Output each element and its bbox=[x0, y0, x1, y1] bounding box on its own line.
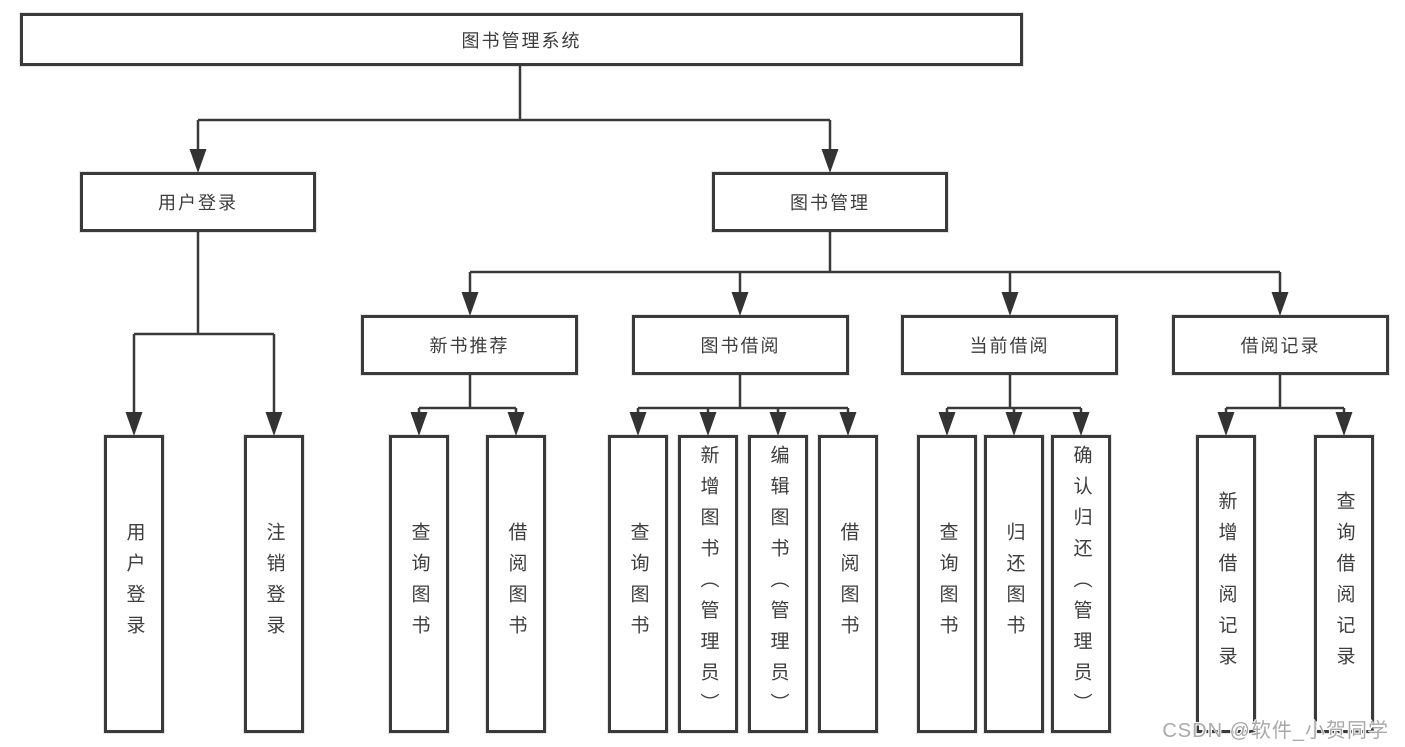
node-book-management: 图书管理 bbox=[712, 172, 948, 232]
node-label: 借阅图书 bbox=[505, 522, 527, 646]
leaf-query-borrow-record: 查询借阅记录 bbox=[1314, 435, 1374, 733]
node-borrowing-records: 借阅记录 bbox=[1172, 315, 1389, 375]
node-label: 新增图书（管理员） bbox=[697, 444, 719, 724]
arrow-down-icon bbox=[629, 412, 647, 436]
leaf-add-books-admin: 新增图书（管理员） bbox=[678, 435, 738, 733]
leaf-return-books: 归还图书 bbox=[984, 435, 1044, 733]
arrow-down-icon bbox=[938, 412, 956, 436]
connector-root-to-level2 bbox=[189, 66, 839, 173]
leaf-logout: 注销登录 bbox=[244, 435, 304, 733]
node-label: 归还图书 bbox=[1003, 522, 1025, 646]
node-label: 查询图书 bbox=[408, 522, 430, 646]
arrow-down-icon bbox=[821, 149, 839, 173]
node-label: 查询图书 bbox=[627, 522, 649, 646]
node-label: 当前借阅 bbox=[969, 336, 1050, 356]
arrow-down-icon bbox=[410, 412, 428, 436]
connector-new-rec-to-leaves bbox=[410, 375, 525, 436]
arrow-down-icon bbox=[461, 292, 479, 316]
arrow-down-icon bbox=[1072, 412, 1090, 436]
node-label: 图书借阅 bbox=[700, 336, 781, 356]
leaf-add-borrow-record: 新增借阅记录 bbox=[1196, 435, 1256, 733]
arrow-down-icon bbox=[1217, 412, 1235, 436]
connector-current-to-leaves bbox=[938, 375, 1090, 436]
node-label: 图书管理系统 bbox=[461, 30, 582, 51]
node-user-login: 用户登录 bbox=[80, 172, 316, 232]
node-label: 用户登录 bbox=[158, 193, 238, 213]
node-label: 借阅图书 bbox=[837, 522, 859, 646]
node-label: 新增借阅记录 bbox=[1215, 491, 1237, 677]
arrow-down-icon bbox=[699, 412, 717, 436]
arrow-down-icon bbox=[1271, 292, 1289, 316]
node-new-book-recommend: 新书推荐 bbox=[361, 315, 578, 375]
arrow-down-icon bbox=[125, 412, 143, 436]
node-library-management-system: 图书管理系统 bbox=[20, 13, 1023, 66]
node-label: 编辑图书（管理员） bbox=[767, 444, 789, 724]
leaf-borrow-books: 借阅图书 bbox=[818, 435, 878, 733]
node-label: 图书管理 bbox=[790, 193, 870, 213]
leaf-confirm-return-admin: 确认归还（管理员） bbox=[1051, 435, 1111, 733]
node-label: 查询借阅记录 bbox=[1333, 491, 1355, 677]
arrow-down-icon bbox=[1001, 292, 1019, 316]
node-label: 查询图书 bbox=[936, 522, 958, 646]
node-book-borrowing: 图书借阅 bbox=[632, 315, 849, 375]
node-label: 注销登录 bbox=[263, 522, 285, 646]
arrow-down-icon bbox=[1335, 412, 1353, 436]
node-label: 确认归还（管理员） bbox=[1070, 444, 1092, 724]
leaf-borrow-books: 借阅图书 bbox=[486, 435, 546, 733]
csdn-watermark: CSDN @软件_小贺同学 bbox=[1162, 720, 1389, 742]
connector-book-mgmt-to-level3 bbox=[461, 232, 1289, 316]
arrow-down-icon bbox=[265, 412, 283, 436]
leaf-user-login: 用户登录 bbox=[104, 435, 164, 733]
arrow-down-icon bbox=[731, 292, 749, 316]
node-label: 用户登录 bbox=[123, 522, 145, 646]
connector-borrow-to-leaves bbox=[629, 375, 857, 436]
leaf-query-books: 查询图书 bbox=[608, 435, 668, 733]
arrow-down-icon bbox=[507, 412, 525, 436]
leaf-edit-books-admin: 编辑图书（管理员） bbox=[748, 435, 808, 733]
arrow-down-icon bbox=[189, 149, 207, 173]
node-label: 借阅记录 bbox=[1240, 336, 1321, 356]
connector-user-login-to-leaves bbox=[125, 232, 283, 436]
node-current-borrowing: 当前借阅 bbox=[901, 315, 1118, 375]
arrow-down-icon bbox=[769, 412, 787, 436]
leaf-query-books: 查询图书 bbox=[389, 435, 449, 733]
node-label: 新书推荐 bbox=[429, 336, 510, 356]
leaf-query-books: 查询图书 bbox=[917, 435, 977, 733]
connector-records-to-leaves bbox=[1217, 375, 1353, 436]
arrow-down-icon bbox=[1005, 412, 1023, 436]
arrow-down-icon bbox=[839, 412, 857, 436]
